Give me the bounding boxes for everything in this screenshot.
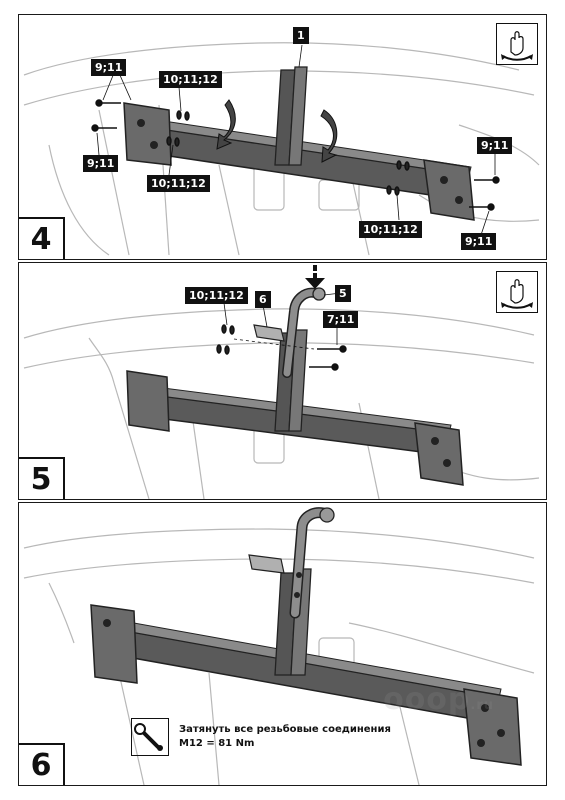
- fasteners: [91, 99, 500, 211]
- torque-note-line-2: M12 = 81 Nm: [179, 738, 255, 749]
- step-6-panel: ооор.ru Затянуть все резьбовые соединени…: [18, 502, 547, 786]
- callout-bolt-bottom-right: 9;11: [461, 233, 497, 250]
- fasteners: [216, 324, 347, 371]
- callout-nuts-bottom-right: 10;11;12: [359, 221, 422, 238]
- callout-nuts-mid-left: 10;11;12: [147, 175, 210, 192]
- leader-lines: [223, 292, 342, 345]
- callout-bolt-mid-left: 9;11: [83, 155, 119, 172]
- callout-nuts-top-left: 10;11;12: [159, 71, 222, 88]
- step-5-panel: 10;11;12 6 5 7;11 5: [18, 262, 547, 500]
- step-number-6: 6: [19, 743, 65, 785]
- callout-bolt-top-left: 9;11: [91, 59, 127, 76]
- tow-ball-neck: [289, 507, 335, 619]
- step-4-illustration: [23, 42, 540, 256]
- callout-part-5: 5: [335, 285, 351, 302]
- torque-note-line-1: Затянуть все резьбовые соединения: [179, 724, 391, 735]
- left-bracket: [126, 370, 170, 432]
- push-arrow-icon: [305, 265, 325, 289]
- torque-note: Затянуть все резьбовые соединения M12 = …: [131, 717, 391, 757]
- callout-part-6: 6: [255, 291, 271, 308]
- callout-bolts: 7;11: [323, 311, 359, 328]
- rotate-arrow-icon: [216, 99, 338, 163]
- hand-tighten-icon: [496, 271, 538, 313]
- callout-nuts: 10;11;12: [185, 287, 248, 304]
- right-bracket: [423, 159, 475, 221]
- step-6-illustration: [23, 507, 535, 785]
- hand-tighten-icon: [496, 23, 538, 65]
- step-4-panel: 1 9;11 10;11;12 9;11 10;11;12 9;11 10;11…: [18, 14, 547, 260]
- wrench-icon: [131, 718, 169, 756]
- right-bracket: [463, 688, 522, 766]
- socket-plate-part-6: [253, 324, 285, 342]
- hitch-bar-part-1: [274, 66, 308, 166]
- left-bracket: [123, 102, 172, 166]
- tow-ball-neck-part-5: [282, 287, 326, 378]
- step-number-4: 4: [19, 217, 65, 259]
- left-bracket: [90, 604, 138, 684]
- underbody-outline: [23, 308, 540, 499]
- step-5-illustration: [23, 265, 540, 499]
- watermark: ооор.ru: [383, 682, 494, 717]
- right-bracket: [414, 422, 464, 486]
- step-number-5: 5: [19, 457, 65, 499]
- callout-bolt-top-right: 9;11: [477, 137, 513, 154]
- socket-plate: [248, 554, 285, 574]
- leader-lines: [96, 44, 496, 236]
- callout-part-1: 1: [293, 27, 309, 44]
